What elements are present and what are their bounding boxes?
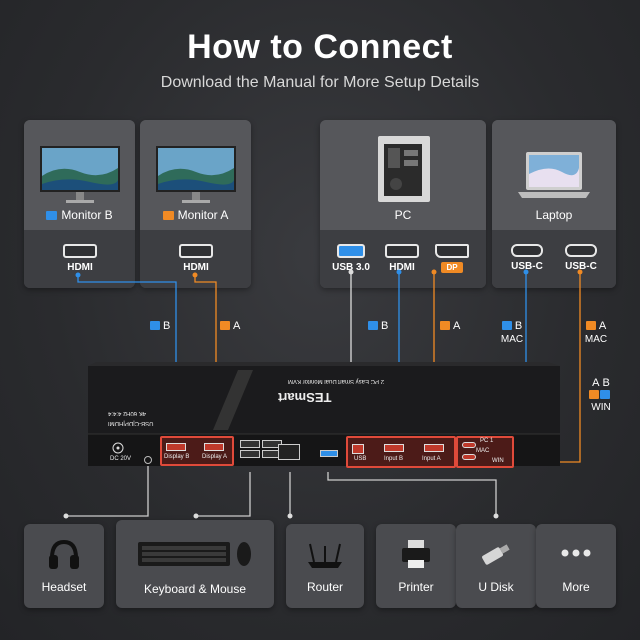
- port-win-label: WIN: [492, 458, 504, 464]
- printer-card: Printer: [376, 524, 456, 608]
- usb-c-port-icon: [462, 442, 476, 448]
- router-label: Router: [306, 580, 344, 594]
- power-icon: [112, 442, 124, 454]
- router-card: Router: [286, 524, 364, 608]
- hdmi-port-icon: [63, 244, 97, 258]
- laptop-icon: [518, 152, 590, 198]
- pc-hdmi-port: HDMI: [380, 244, 424, 273]
- input-ports-highlight: [346, 436, 456, 468]
- ethernet-port-icon: [278, 444, 300, 460]
- desktop-tower-icon: [378, 136, 430, 202]
- hdmi-port-icon: [166, 443, 186, 451]
- usb-c-port-icon: [565, 244, 597, 257]
- pc-label: PC: [394, 208, 412, 222]
- wire-tag-b-mac: B MAC: [500, 320, 524, 345]
- wire-tag-a-pc: A: [440, 320, 460, 332]
- keyboard-mouse-card: Keyboard & Mouse: [116, 520, 274, 608]
- usb3-port-icon: [320, 450, 338, 457]
- monitor-b-card: Monitor B HDMI: [24, 120, 135, 288]
- page-title: How to Connect: [187, 28, 453, 66]
- laptop-label: Laptop: [535, 208, 573, 222]
- port-display-a-label: Display A: [202, 454, 228, 460]
- printer-icon: [402, 540, 430, 568]
- port-display-b-label: Display B: [164, 454, 190, 460]
- kvm-side-label: USB-C|DP|HDMI: [108, 420, 154, 426]
- wire-tag-b-pc: B: [368, 320, 388, 332]
- printer-label: Printer: [398, 580, 434, 594]
- hdmi-port-icon: [385, 244, 419, 258]
- more-card: More: [536, 524, 616, 608]
- monitor-a-card: Monitor A HDMI: [140, 120, 251, 288]
- more-label: More: [562, 580, 590, 594]
- usb-c-port-icon: [462, 454, 476, 460]
- wire-tag-a-mac: A MAC: [584, 320, 608, 345]
- wire-tag-a-monitor: A: [220, 320, 240, 332]
- headset-label: Headset: [41, 580, 87, 594]
- kvm-model: Dual Monitor KVM: [288, 378, 337, 384]
- usb-port-icon: [240, 450, 260, 458]
- u-disk-card: U Disk: [456, 524, 536, 608]
- more-dots-icon: [561, 549, 591, 557]
- audio-jack: [144, 456, 152, 464]
- monitor-b-label: Monitor B: [24, 208, 135, 222]
- laptop-usbc-port-1: USB-C: [504, 244, 550, 272]
- dc-label: DC 20V: [110, 456, 132, 462]
- keyboard-mouse-label: Keyboard & Mouse: [143, 582, 247, 596]
- display-ports-highlight: [160, 436, 234, 466]
- monitor-icon: [156, 146, 236, 203]
- monitor-icon: [40, 146, 120, 203]
- usb-b-port-icon: [352, 444, 364, 454]
- kvm-res-label: 4K 60Hz 4:4:4: [108, 410, 147, 416]
- monitor-a-label: Monitor A: [140, 208, 251, 222]
- port-pc1-label: PC 1: [480, 438, 494, 444]
- usb-port-icon: [240, 440, 260, 448]
- port-input-b-label: Input B: [384, 456, 404, 462]
- kvm-sub: 2 PC Easy Smart: [338, 378, 385, 384]
- router-icon: [308, 543, 342, 568]
- pc-dp-port: DP: [432, 244, 472, 273]
- keyboard-mouse-icon: [138, 542, 251, 566]
- usb-c-port-icon: [511, 244, 543, 257]
- headset-icon: [49, 539, 79, 569]
- u-disk-label: U Disk: [478, 580, 514, 594]
- pc-usb3-port: USB 3.0: [324, 244, 378, 273]
- kvm-switch: TESmart Dual Monitor KVM 2 PC Easy Smart…: [88, 360, 560, 468]
- kvm-brand: TESmart: [278, 390, 332, 405]
- page-subtitle: Download the Manual for More Setup Detai…: [160, 74, 480, 91]
- port-mac-label: MAC: [476, 448, 490, 454]
- displayport-icon: [424, 444, 444, 452]
- port-input-a-label: Input A: [422, 456, 441, 462]
- wire-tag-b-monitor: B: [150, 320, 170, 332]
- headset-card: Headset: [24, 524, 104, 608]
- usb-port-icon: [337, 244, 365, 258]
- usbc-ports-highlight: [456, 436, 514, 468]
- usb-drive-icon: [482, 544, 510, 565]
- hdmi-port-icon: [179, 244, 213, 258]
- laptop-card: Laptop USB-C USB-C: [492, 120, 616, 288]
- laptop-usbc-port-2: USB-C: [558, 244, 604, 272]
- displayport-icon: [435, 244, 469, 258]
- pc-card: PC USB 3.0 HDMI DP: [320, 120, 486, 288]
- kvm-body: [88, 362, 560, 466]
- monitor-a-hdmi-port: HDMI: [174, 244, 218, 273]
- monitor-b-hdmi-port: HDMI: [58, 244, 102, 273]
- hdmi-port-icon: [204, 443, 224, 451]
- port-usb-label: USB: [354, 456, 367, 462]
- hdmi-port-icon: [384, 444, 404, 452]
- wire-tag-ab-win: A B WIN: [584, 377, 618, 414]
